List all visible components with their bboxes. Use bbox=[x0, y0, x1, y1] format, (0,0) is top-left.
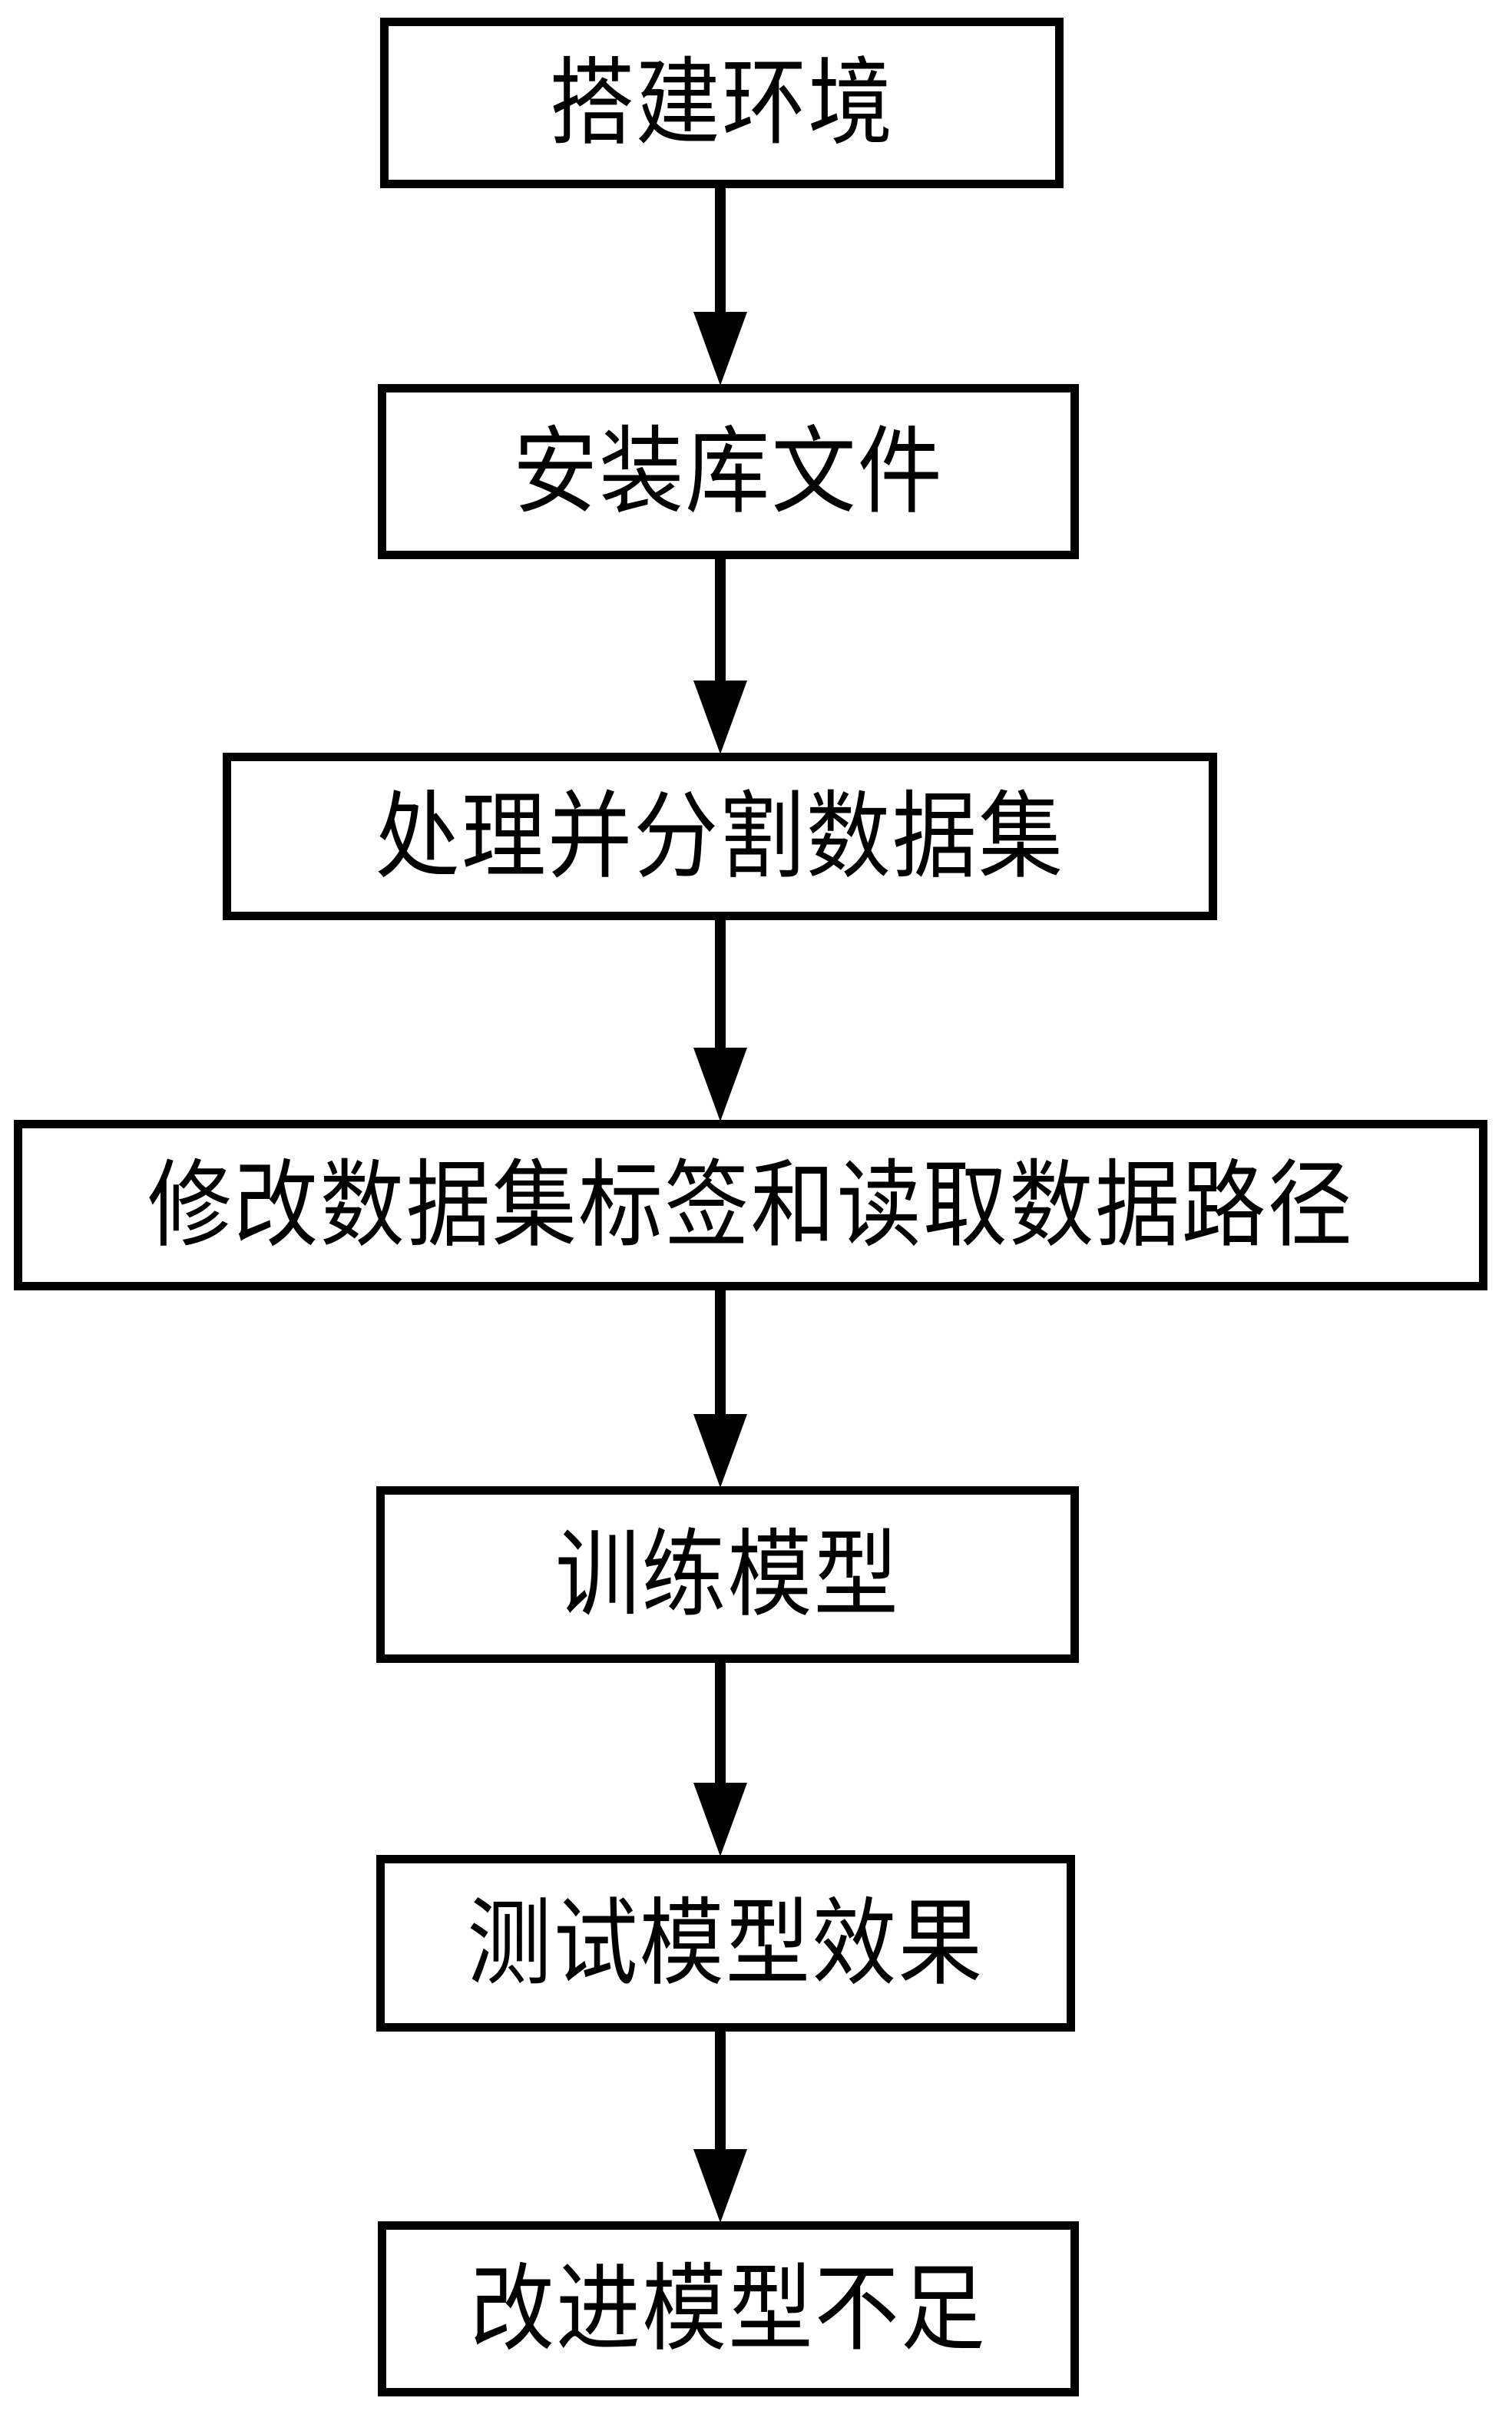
flow-node-n1: 搭建环境 bbox=[380, 18, 1064, 188]
flow-node-label: 训练模型 bbox=[555, 1519, 900, 1630]
arrow-shaft bbox=[715, 558, 726, 682]
arrow-head bbox=[693, 1783, 747, 1856]
arrow-head bbox=[693, 2149, 747, 2223]
arrow-head bbox=[693, 1048, 747, 1121]
flow-node-n3: 处理并分割数据集 bbox=[223, 753, 1217, 920]
flow-node-n5: 训练模型 bbox=[376, 1486, 1079, 1663]
flow-node-label: 安装库文件 bbox=[513, 416, 944, 527]
arrow-shaft bbox=[715, 1289, 726, 1416]
arrow-shaft bbox=[715, 919, 726, 1049]
flow-arrow-n2-to-n3 bbox=[693, 558, 747, 754]
arrow-head bbox=[693, 312, 747, 386]
flow-node-label: 搭建环境 bbox=[549, 48, 895, 158]
flow-node-n6: 测试模型效果 bbox=[376, 1855, 1075, 2032]
flow-node-label: 改进模型不足 bbox=[469, 2254, 988, 2364]
arrow-shaft bbox=[715, 187, 726, 313]
flow-node-n2: 安装库文件 bbox=[378, 384, 1079, 559]
flow-arrow-n1-to-n2 bbox=[693, 187, 747, 386]
flow-arrow-n4-to-n5 bbox=[693, 1289, 747, 1488]
flow-node-label: 修改数据集标签和读取数据路径 bbox=[147, 1150, 1354, 1260]
arrow-shaft bbox=[715, 2030, 726, 2151]
flow-node-label: 处理并分割数据集 bbox=[375, 781, 1065, 892]
flow-node-label: 测试模型效果 bbox=[467, 1888, 984, 1999]
arrow-shaft bbox=[715, 1661, 726, 1784]
flow-node-n7: 改进模型不足 bbox=[378, 2221, 1079, 2396]
arrow-head bbox=[693, 1414, 747, 1488]
flow-arrow-n6-to-n7 bbox=[693, 2030, 747, 2223]
flow-node-n4: 修改数据集标签和读取数据路径 bbox=[14, 1120, 1487, 1290]
flow-arrow-n3-to-n4 bbox=[693, 919, 747, 1121]
flow-arrow-n5-to-n6 bbox=[693, 1661, 747, 1856]
arrow-head bbox=[693, 681, 747, 754]
